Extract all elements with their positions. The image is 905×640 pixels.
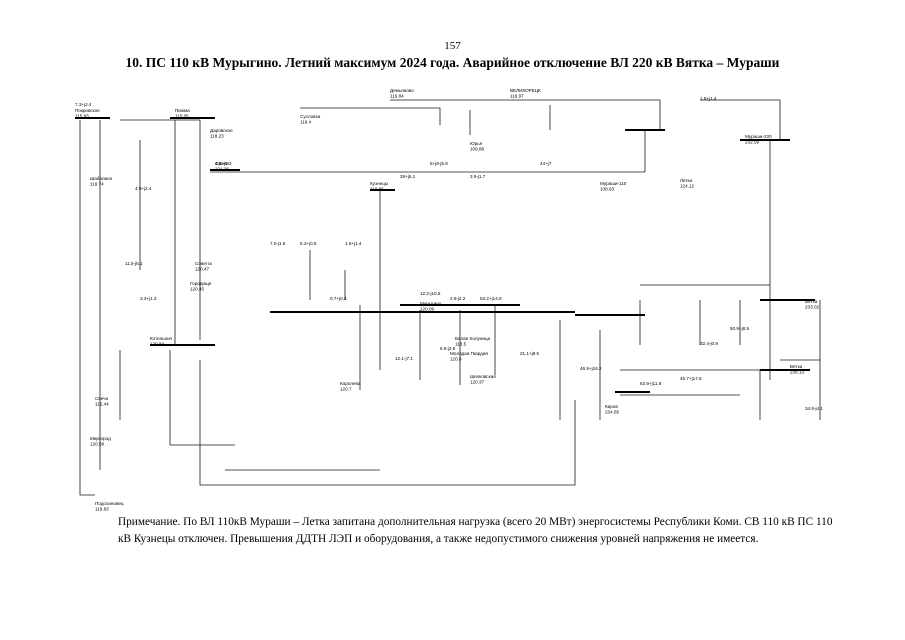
node-label-mirgorod: Миргород <box>90 436 111 441</box>
note-block: Примечание. По ВЛ 110кВ Мураши – Летка з… <box>118 514 848 548</box>
flow-label: 28+j5.1 <box>400 174 416 179</box>
flow-label: 12.2-j10.5 <box>420 291 441 296</box>
node-voltage-orichi: 121.36 <box>215 167 229 172</box>
node-voltage-vyatka: 236.13 <box>790 370 804 375</box>
node-voltage-belaya: 118.5 <box>455 342 467 347</box>
node-label-velikoretsk: ВЕЛИКОРЕЦК <box>510 88 541 93</box>
flow-label: 44+j7 <box>540 161 552 166</box>
node-label-darovskoe: Даровское <box>210 128 233 133</box>
line-top-east <box>390 99 661 130</box>
node-label-kotelnich: Котельнич <box>150 336 173 341</box>
flow-label: 34.8-j4.1 <box>805 406 823 411</box>
node-voltage-koroleva: 120.7 <box>340 387 352 392</box>
flow-label: 6.5-j3.6 <box>440 346 456 351</box>
node-voltage-ugra: 115.05 <box>175 114 189 119</box>
node-voltage-sovetsk: 120.47 <box>195 267 209 272</box>
node-label-mozhga: Молодая Гвардия <box>450 351 488 356</box>
node-voltage-murygino: 120.09 <box>420 307 434 312</box>
node-voltage-mozhga: 120.8 <box>450 357 462 362</box>
node-label-koroleva: Королева <box>340 381 361 386</box>
node-label-kirov: Киров <box>605 404 618 409</box>
line-kotelnich-down <box>169 350 235 446</box>
flow-label: 3.4+j1.3 <box>140 296 157 301</box>
node-voltage-suslovka: 119.4 <box>300 120 312 125</box>
node-label-pokrovskoe: Покровское <box>75 108 100 113</box>
node-voltage-murashi110: 108.63 <box>600 187 614 192</box>
flow-label: 7.0-j1.6 <box>270 241 286 246</box>
node-label-belaya: Белая Холуница <box>455 336 491 341</box>
flow-label: 5.3+j0.5 <box>300 241 317 246</box>
node-label-sovetsk: Советск <box>195 261 213 266</box>
node-voltage-dem: 116.84 <box>390 94 404 99</box>
node-label-gorodishche: Городище <box>190 281 212 286</box>
flow-label: 53.2+j14.9 <box>480 296 502 301</box>
page-number: 157 <box>444 40 461 52</box>
node-label-murygino: Мурыгино <box>420 301 442 306</box>
node-label-letka: Летка <box>680 178 693 183</box>
node-voltage-letka: 124.12 <box>680 184 694 189</box>
line-left-trunk <box>79 120 95 496</box>
node-label-ugra: Пижма <box>175 108 190 113</box>
node-label-podosinovets: Подосиновец <box>95 501 124 506</box>
node-voltage-pokrovskoe: 115.93 <box>75 114 89 119</box>
flow-label: 7.3+j2.4 <box>75 102 92 107</box>
note-text: Примечание. По ВЛ 110кВ Мураши – Летка з… <box>118 516 833 545</box>
flow-label: 1.8+j1.4 <box>700 96 717 101</box>
flow-label: 0.7+j0.3 <box>330 296 347 301</box>
node-voltage-shelkovo: 120.37 <box>470 380 484 385</box>
flow-label: 4.5+j2.4 <box>135 186 152 191</box>
node-label-vyatka: Вятка <box>790 364 803 369</box>
node-voltage-kuznetsy: 119.96 <box>370 187 384 192</box>
node-label-svecha: Свеча <box>95 396 109 401</box>
node-label-kuznetsy: Кузнецы <box>370 181 388 186</box>
flow-label: 32.4-j0.9 <box>700 341 718 346</box>
flow-label: 4.8+j2.3 <box>215 161 232 166</box>
node-voltage-mirgorod: 120.58 <box>90 442 104 447</box>
node-voltage-yurya: 109.88 <box>470 147 484 152</box>
node-voltage-kotelnich: 120.84 <box>150 342 164 347</box>
flow-label: 21.1+j8.5 <box>520 351 539 356</box>
flow-label: 46.9+j16.2 <box>580 366 602 371</box>
node-label-murashi220: Мураши-220 <box>745 134 772 139</box>
line-murashi220 <box>700 99 781 140</box>
flow-label: 11.5-j5.1 <box>125 261 143 266</box>
node-label-shelkovo: Шелковская <box>470 374 496 379</box>
node-label-murashi110: Мураши-110 <box>600 181 627 186</box>
node-label-suslovka: Сусловка <box>300 114 321 119</box>
flow-label: 5+j8-j5.8 <box>430 161 448 166</box>
node-voltage-murashi220: 232.59 <box>745 140 759 145</box>
flow-label: 50.9+j8.5 <box>730 326 749 331</box>
node-voltage-podosinovets: 119.83 <box>95 507 109 512</box>
node-voltage-darovskoe: 118.23 <box>210 134 224 139</box>
flow-label: 2.9-j2.2 <box>450 296 466 301</box>
node-voltage-velikoretsk: 116.97 <box>510 94 524 99</box>
node-label-vyatka220: Вятка <box>805 299 818 304</box>
flow-label: 63.9+j11.8 <box>640 381 662 386</box>
flow-label: 45.7+j17.8 <box>680 376 702 381</box>
node-voltage-gorodishche: 120.45 <box>190 287 204 292</box>
flow-label: 12.1-j7.1 <box>395 356 413 361</box>
node-voltage-kirov: 234.85 <box>605 410 619 415</box>
flow-label: 1.6+j1.4 <box>345 241 362 246</box>
page-title: 10. ПС 110 кВ Мурыгино. Летний максимум … <box>125 55 780 70</box>
node-voltage-svecha: 115.44 <box>95 402 109 407</box>
node-voltage-vyatka220: 233.02 <box>805 305 819 310</box>
line-suslovka <box>300 107 441 125</box>
node-label-yurya: Юрья <box>470 141 483 146</box>
node-label-shabalino: Шабалино <box>90 176 113 181</box>
line-bottom-loop <box>199 360 576 486</box>
node-label-orichi: Оричи <box>215 161 229 166</box>
flow-label: 3.9-j1.7 <box>470 174 486 179</box>
node-voltage-shabalino: 119.74 <box>90 182 104 187</box>
node-label-dem: Демьяново <box>390 88 414 93</box>
